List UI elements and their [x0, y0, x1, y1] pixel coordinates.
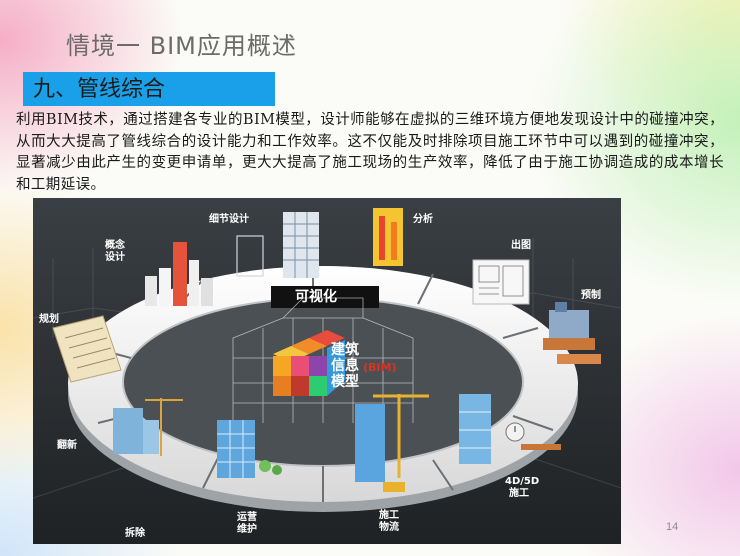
stage-concept-line1: 概念 — [105, 240, 125, 251]
prefab-machine-icon — [543, 302, 601, 364]
planning-clipboard-icon — [52, 315, 122, 383]
center-text-line3: 模型 — [331, 374, 359, 390]
stage-construction-line1: 4D/5D — [505, 476, 540, 487]
stage-demolition: 拆除 — [125, 528, 145, 539]
center-text-line2: 信息 — [331, 358, 359, 374]
construction-4d5d-icon — [459, 394, 561, 464]
stage-operation-line2: 维护 — [237, 524, 257, 535]
stage-analysis: 分析 — [413, 214, 433, 225]
renovation-building-icon — [113, 398, 183, 456]
stage-detail-design: 细节设计 — [209, 214, 249, 225]
stage-prefab: 预制 — [581, 290, 601, 301]
slide-title: 情境一 BIM应用概述 — [66, 32, 297, 60]
visualization-label: 可视化 — [295, 289, 337, 305]
bim-cube-icon — [273, 330, 345, 396]
logistics-crane-icon — [355, 394, 429, 492]
page-number: 14 — [666, 521, 679, 533]
stage-logistics-line1: 施工 — [379, 510, 399, 521]
bim-tag: (BIM) — [363, 361, 397, 374]
operation-building-icon — [217, 420, 282, 478]
intro-paragraph: 利用BIM技术，通过搭建各专业的BIM模型，设计师能够在虚拟的三维环境方便地发现… — [16, 112, 724, 193]
stage-planning: 规划 — [39, 314, 59, 325]
stage-renovation: 翻新 — [57, 440, 77, 451]
section-banner: 九、管线综合 — [23, 72, 275, 106]
center-text-line1: 建筑 — [331, 342, 359, 358]
stage-operation-line1: 运营 — [237, 512, 257, 523]
stage-concept-line2: 设计 — [105, 252, 125, 263]
diagram-artwork — [33, 198, 621, 544]
drawing-sheet-icon — [472, 259, 530, 305]
concept-buildings-icon — [145, 242, 213, 306]
stage-drawing: 出图 — [511, 240, 531, 251]
analysis-building-icon — [373, 208, 403, 266]
stage-logistics-line2: 物流 — [379, 522, 399, 533]
bim-lifecycle-diagram: 概念 设计 细节设计 分析 出图 预制 规划 翻新 拆除 运营 维护 施工 物流… — [33, 198, 621, 544]
detail-tower-icon — [236, 212, 319, 278]
stage-construction-line2: 施工 — [509, 488, 529, 499]
